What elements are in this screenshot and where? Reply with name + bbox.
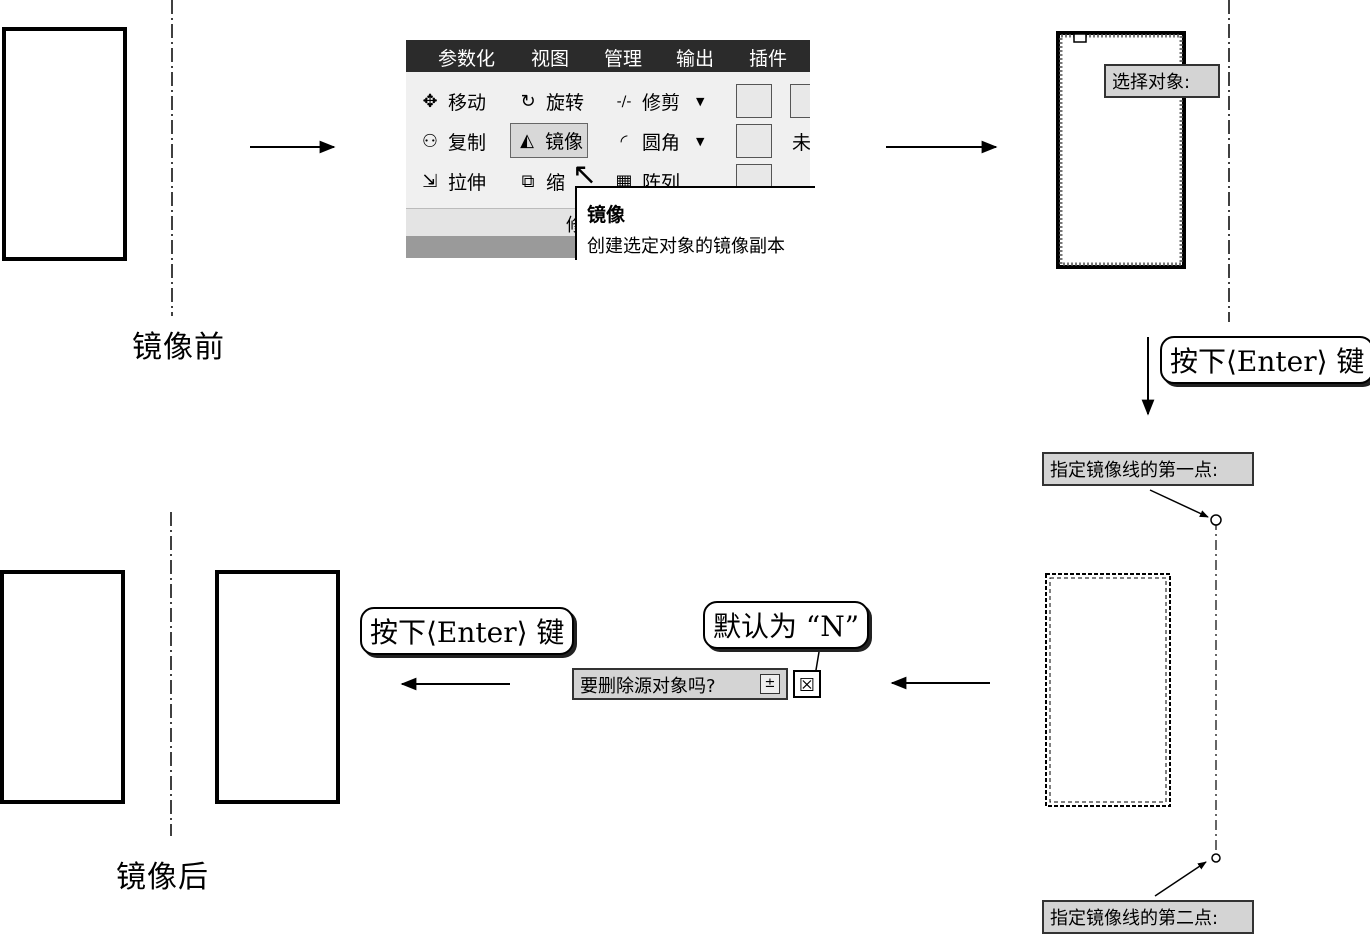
label-after: 镜像后 xyxy=(116,860,209,895)
mirror-icon: ◭ xyxy=(520,129,534,151)
mirrored-rectangle xyxy=(215,570,340,804)
chevron-down-icon[interactable]: ▼ xyxy=(696,135,705,148)
rotate-icon: ↻ xyxy=(520,90,536,112)
callout-press-enter-1: 按下⟨Enter⟩ 键 xyxy=(1160,336,1370,384)
prompt-delete-source-label: 要删除源对象吗? xyxy=(580,676,716,697)
original-rectangle-after xyxy=(0,570,125,804)
tab-manage[interactable]: 管理 xyxy=(604,48,643,70)
first-point-marker xyxy=(1210,514,1222,526)
tool-stretch-label: 拉伸 xyxy=(448,172,487,194)
tool-move[interactable]: ✥ 移动 xyxy=(418,88,486,115)
tool-scale-label: 缩 xyxy=(546,172,566,194)
callout-press-enter-2: 按下⟨Enter⟩ 键 xyxy=(360,607,575,655)
tab-parametric[interactable]: 参数化 xyxy=(438,48,496,70)
tool-pen-button[interactable] xyxy=(736,84,772,118)
move-icon: ✥ xyxy=(422,90,438,112)
tool-right-partial-1[interactable] xyxy=(790,84,810,118)
tool-fillet[interactable]: ◜ 圆角 ▼ xyxy=(612,128,705,155)
tool-mirror-label: 镜像 xyxy=(545,131,584,153)
dashed-rectangle-inner xyxy=(1049,577,1167,803)
dashed-rectangle xyxy=(1045,573,1171,807)
tool-trim-label: 修剪 xyxy=(642,92,681,114)
pickbox-icon xyxy=(1073,33,1087,43)
second-point-marker xyxy=(1211,853,1221,863)
tool-scale[interactable]: ⧉ 缩 xyxy=(516,168,565,195)
selected-rectangle-highlight xyxy=(1059,34,1183,266)
tool-3d-button[interactable] xyxy=(736,124,772,158)
pointer-arrow-second xyxy=(1154,861,1207,897)
stretch-icon: ⇲ xyxy=(422,170,438,192)
cursor-icon: ↖ xyxy=(572,157,598,192)
tool-right-partial-2-label: 未 xyxy=(792,132,810,154)
tooltip-description: 创建选定对象的镜像副本 xyxy=(587,236,785,257)
copy-icon: ⚇ xyxy=(421,130,439,152)
tool-copy[interactable]: ⚇ 复制 xyxy=(418,128,486,155)
prompt-second-point: 指定镜像线的第二点: xyxy=(1042,900,1254,934)
prompt-select-objects: 选择对象: xyxy=(1104,64,1220,98)
fillet-icon: ◜ xyxy=(620,130,628,152)
prompt-delete-source: 要删除源对象吗? ± xyxy=(572,668,788,700)
tool-trim[interactable]: -/- 修剪 ▼ xyxy=(612,88,705,115)
callout-default-n: 默认为 “N” xyxy=(703,601,870,649)
checkbox-icon[interactable]: ☒ xyxy=(793,670,821,698)
tool-right-partial-2[interactable]: 未 xyxy=(792,128,810,155)
tool-mirror[interactable]: ◭ 镜像 xyxy=(510,123,589,158)
tool-stretch[interactable]: ⇲ 拉伸 xyxy=(418,168,486,195)
tool-copy-label: 复制 xyxy=(448,132,487,154)
tool-rotate[interactable]: ↻ 旋转 xyxy=(516,88,584,115)
scale-icon: ⧉ xyxy=(521,170,535,192)
tab-view[interactable]: 视图 xyxy=(531,48,570,70)
tool-move-label: 移动 xyxy=(448,92,487,114)
pointer-arrow-first xyxy=(1149,489,1209,518)
tooltip-title: 镜像 xyxy=(587,204,626,226)
dropdown-arrow-icon[interactable]: ± xyxy=(760,674,780,694)
chevron-down-icon[interactable]: ▼ xyxy=(696,95,705,108)
label-before: 镜像前 xyxy=(132,330,225,365)
prompt-first-point: 指定镜像线的第一点: xyxy=(1042,452,1254,486)
ribbon-tab-bar: 参数化 视图 管理 输出 插件 xyxy=(406,40,810,72)
tab-output[interactable]: 输出 xyxy=(676,48,715,70)
mirror-tooltip: 镜像 创建选定对象的镜像副本 xyxy=(575,186,815,260)
tool-fillet-label: 圆角 xyxy=(642,132,681,154)
original-rectangle xyxy=(2,27,127,261)
tab-plugins[interactable]: 插件 xyxy=(749,48,788,70)
trim-icon: -/- xyxy=(616,93,632,110)
tool-rotate-label: 旋转 xyxy=(546,92,585,114)
